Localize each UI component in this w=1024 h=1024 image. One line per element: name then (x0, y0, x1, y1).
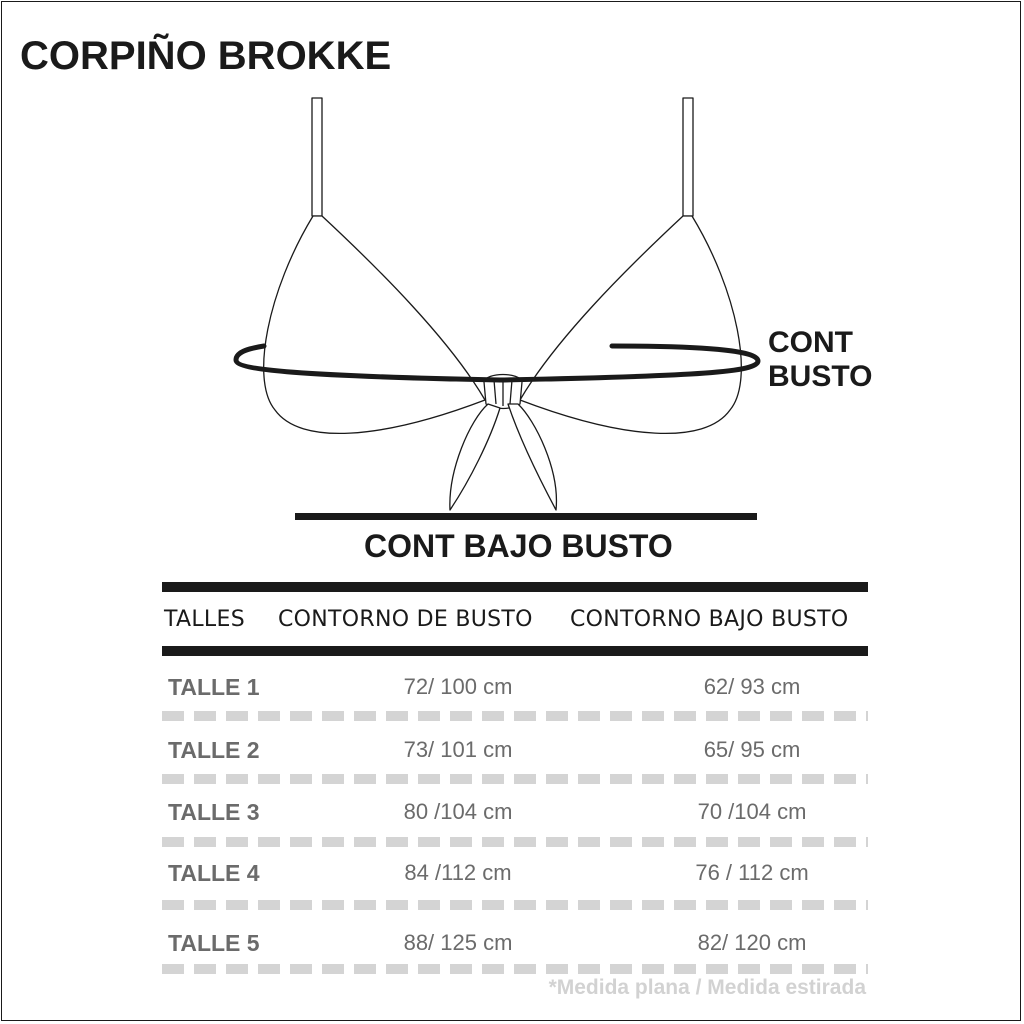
underbust-value: 70 /104 cm (697, 799, 807, 824)
row-divider (162, 964, 868, 974)
size-label: TALLE 4 (168, 860, 260, 886)
underbust-value: 62/ 93 cm (703, 674, 801, 699)
bust-label: CONT BUSTO (768, 326, 873, 393)
right-tie (507, 403, 558, 511)
row-divider (162, 711, 868, 721)
left-strap (311, 97, 323, 217)
underbust-value: 65/ 95 cm (703, 737, 801, 762)
header-bust: CONTORNO DE BUSTO (278, 607, 533, 632)
underbust-label: CONT BAJO BUSTO (364, 528, 673, 564)
table-row: TALLE 5 88/ 125 cm 82/ 120 cm (0, 930, 1024, 970)
row-divider (162, 900, 868, 910)
underbust-value: 82/ 120 cm (697, 930, 807, 955)
bust-value: 80 /104 cm (403, 799, 513, 824)
bust-value: 84 /112 cm (404, 860, 512, 885)
table-row: TALLE 1 72/ 100 cm 62/ 93 cm (0, 674, 1024, 714)
bust-measure-line-left (233, 343, 503, 383)
measurement-footnote: *Medida plana / Medida estirada (548, 976, 866, 999)
table-header-rule (162, 646, 868, 656)
table-row: TALLE 3 80 /104 cm 70 /104 cm (0, 799, 1024, 839)
table-row: TALLE 4 84 /112 cm 76 / 112 cm (0, 860, 1024, 900)
size-label: TALLE 2 (168, 737, 260, 763)
page-title: CORPIÑO BROKKE (20, 34, 392, 78)
row-divider (162, 774, 868, 784)
right-cup (519, 215, 742, 435)
bust-value: 73/ 101 cm (403, 737, 513, 762)
bust-value: 88/ 125 cm (403, 930, 513, 955)
size-label: TALLE 5 (168, 930, 260, 956)
right-strap (682, 97, 694, 217)
underbust-measure-line (295, 513, 757, 520)
size-label: TALLE 3 (168, 799, 260, 825)
header-sizes: TALLES (164, 607, 245, 632)
row-divider (162, 837, 868, 847)
bust-measure-line (497, 343, 761, 383)
bust-value: 72/ 100 cm (403, 674, 513, 699)
table-row: TALLE 2 73/ 101 cm 65/ 95 cm (0, 737, 1024, 777)
header-underbust: CONTORNO BAJO BUSTO (570, 607, 849, 632)
underbust-value: 76 / 112 cm (695, 860, 809, 885)
left-cup (263, 215, 486, 435)
left-tie (449, 403, 501, 511)
table-top-rule (162, 582, 868, 592)
size-label: TALLE 1 (168, 674, 260, 700)
